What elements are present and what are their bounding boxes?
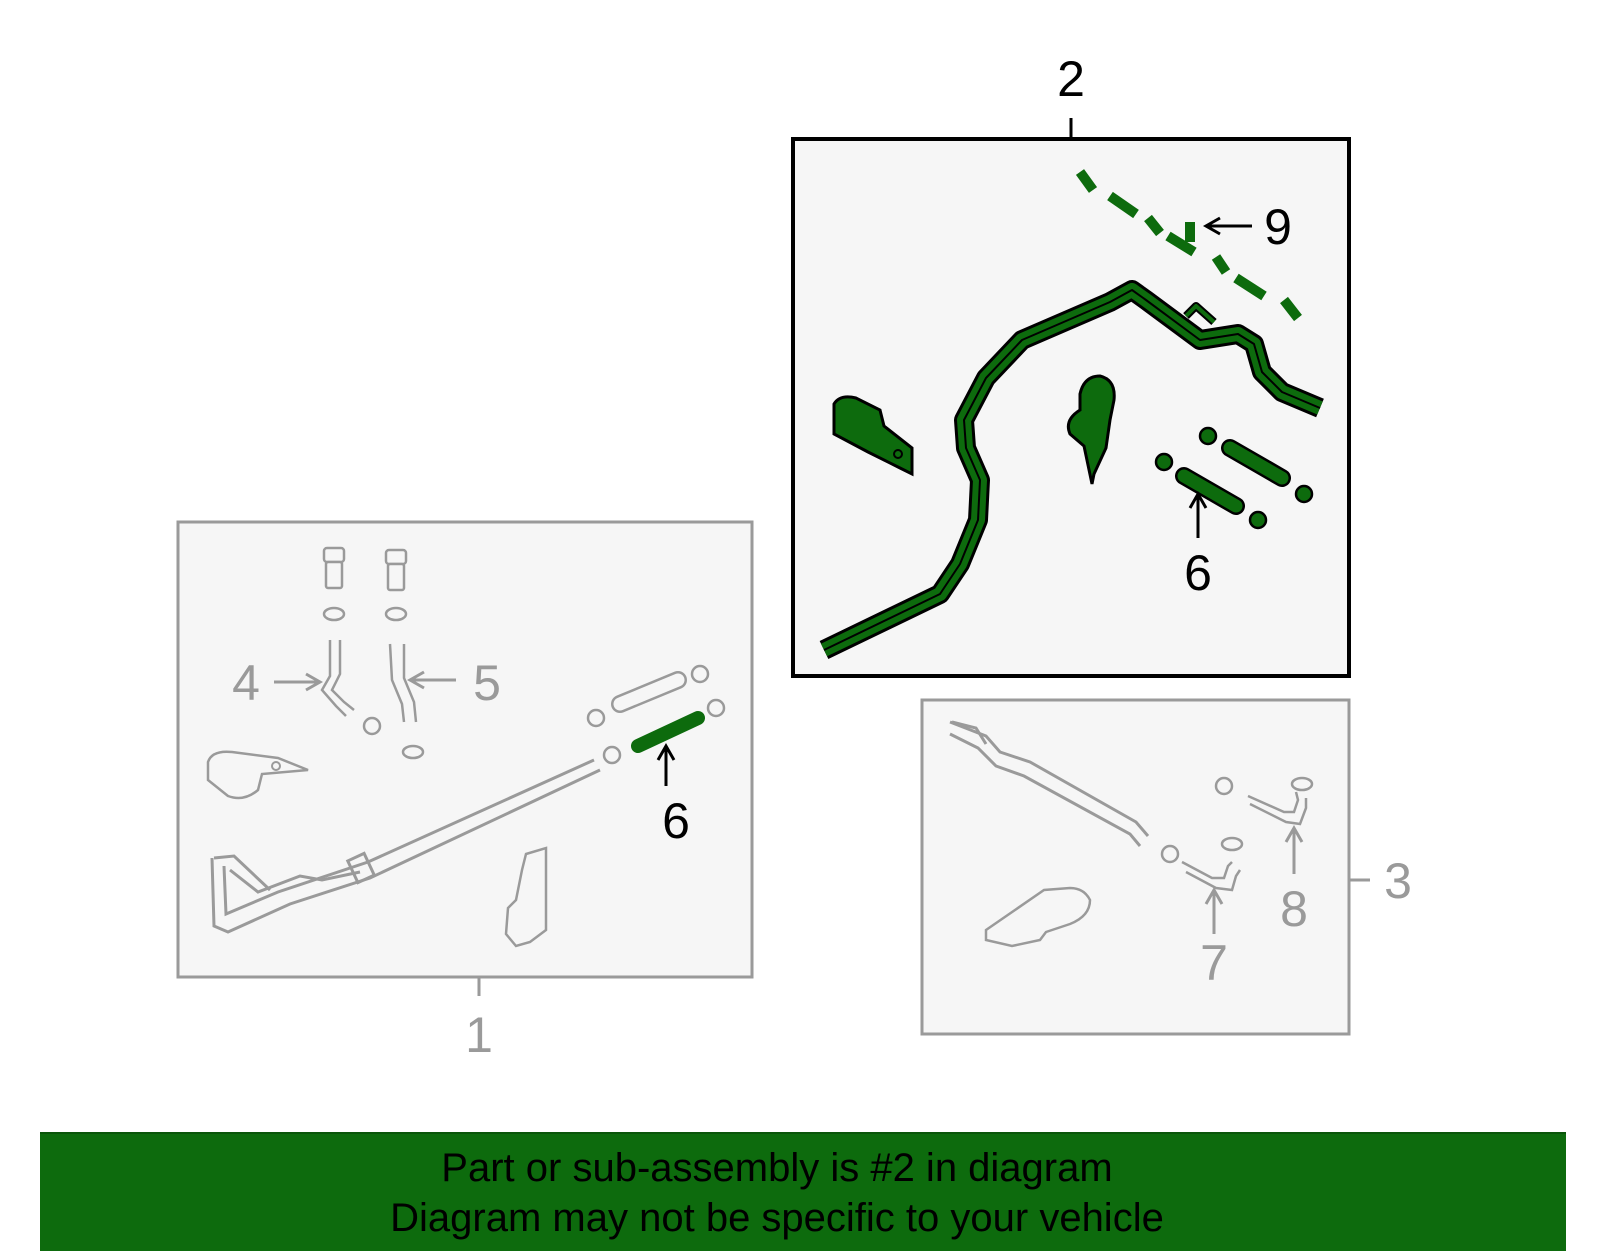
panel-1-frame bbox=[176, 520, 754, 979]
hoses-6-main bbox=[1175, 439, 1291, 515]
bracket-left-hole bbox=[271, 761, 281, 771]
callout-9: 9 bbox=[1264, 199, 1292, 255]
arrow-5 bbox=[406, 670, 456, 690]
panel-2 bbox=[791, 118, 1351, 678]
bracket-2-left bbox=[832, 395, 914, 477]
cooler-tube-3 bbox=[949, 720, 1150, 847]
clamps-6-main bbox=[1154, 426, 1314, 530]
arrow-6-left bbox=[656, 742, 676, 786]
panel-2-frame bbox=[791, 137, 1351, 678]
hose-8 bbox=[1214, 776, 1314, 826]
arrow-9 bbox=[1202, 216, 1252, 236]
footer-line-1: Part or sub-assembly is #2 in diagram bbox=[441, 1145, 1113, 1190]
cooler-tube-1 bbox=[210, 758, 601, 934]
seal-strip-9 bbox=[1075, 169, 1302, 322]
hose-4 bbox=[320, 640, 355, 717]
callout-2: 2 bbox=[1057, 51, 1085, 107]
bracket-2-left-hole bbox=[893, 449, 903, 459]
panel-1 bbox=[176, 520, 754, 996]
callout-4: 4 bbox=[232, 655, 260, 711]
bracket-left bbox=[206, 750, 309, 800]
cooler-tube-2 bbox=[819, 280, 1324, 660]
callout-3: 3 bbox=[1384, 853, 1412, 909]
hose-5 bbox=[388, 643, 418, 723]
callout-6-main: 6 bbox=[1184, 545, 1212, 601]
callout-7: 7 bbox=[1200, 935, 1228, 991]
arrow-4 bbox=[274, 672, 324, 692]
bracket-3 bbox=[984, 886, 1092, 948]
panel-3 bbox=[920, 698, 1370, 1036]
hoses-panel-1 bbox=[586, 664, 726, 765]
hose-7 bbox=[1160, 836, 1244, 892]
callout-8: 8 bbox=[1280, 881, 1308, 937]
clamps-4-5 bbox=[362, 716, 425, 760]
callout-6-left: 6 bbox=[662, 793, 690, 849]
hose-6-highlight-left bbox=[631, 711, 705, 753]
footer-banner: Part or sub-assembly is #2 in diagram Di… bbox=[40, 1132, 1566, 1251]
footer-line-2: Diagram may not be specific to your vehi… bbox=[390, 1195, 1164, 1240]
caps-group bbox=[322, 546, 408, 622]
bracket-2-center bbox=[1066, 374, 1116, 485]
bracket-center bbox=[504, 846, 548, 948]
arrow-8 bbox=[1284, 824, 1304, 874]
callout-5: 5 bbox=[473, 655, 501, 711]
arrow-6-main bbox=[1188, 490, 1208, 538]
panel-3-frame bbox=[920, 698, 1351, 1036]
arrow-7 bbox=[1204, 886, 1224, 934]
callout-1: 1 bbox=[465, 1007, 493, 1063]
